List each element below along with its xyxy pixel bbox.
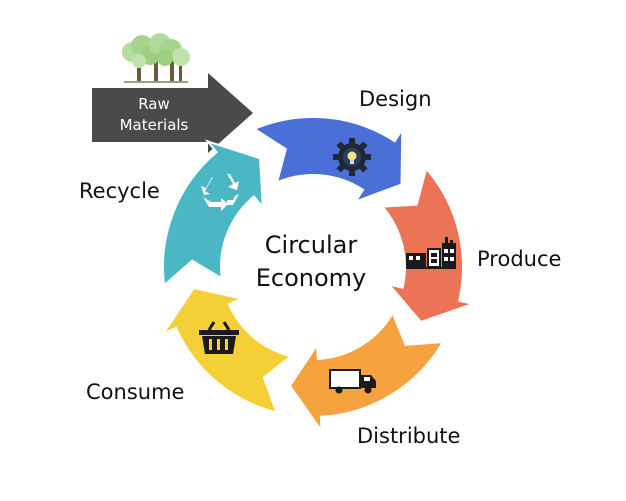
gear-lightbulb-icon [333, 138, 371, 176]
raw-materials-line-2: Materials [119, 116, 189, 134]
center-title-line-2: Economy [255, 264, 367, 292]
cycle-segment-recycle [161, 139, 265, 288]
raw-materials-label: Raw Materials [96, 94, 212, 136]
stage-label-design: Design [359, 87, 432, 111]
stage-label-consume: Consume [86, 380, 185, 404]
cycle-segment-distribute [288, 310, 445, 435]
raw-materials-line-1: Raw [138, 95, 170, 113]
stage-label-produce: Produce [477, 247, 562, 271]
basket-icon [199, 321, 239, 354]
cycle-segment-design [252, 115, 404, 204]
truck-icon [329, 369, 376, 394]
trees-icon [122, 33, 190, 83]
raw-materials-arrow [92, 73, 253, 153]
factory-icon [406, 237, 456, 269]
center-title: Circular Economy [231, 229, 391, 295]
recycle-icon [201, 174, 239, 211]
cycle-segment-produce [380, 166, 477, 324]
center-title-line-1: Circular [264, 231, 358, 259]
stage-label-recycle: Recycle [79, 179, 160, 203]
stage-label-distribute: Distribute [357, 424, 461, 448]
